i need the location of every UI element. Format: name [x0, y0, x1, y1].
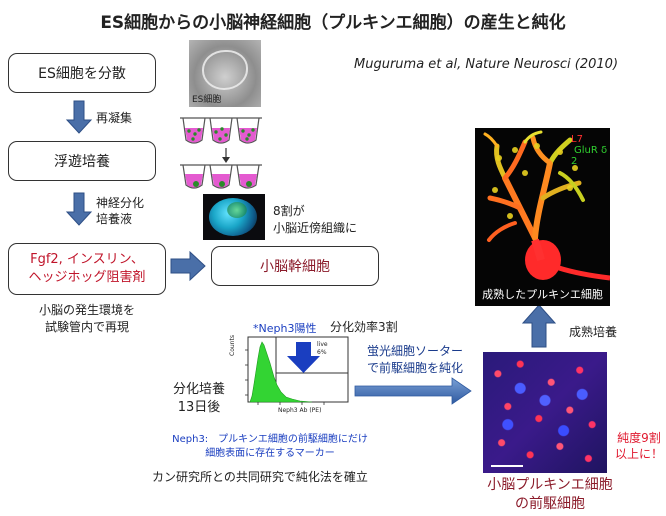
- tissue-note-line1: 8割が: [273, 204, 305, 218]
- stain-labels: L7 GluR δ 2: [571, 134, 610, 167]
- culture-days-label: 分化培養 13日後: [173, 381, 225, 417]
- neural-medium-label: 神経分化 培養液: [96, 195, 144, 227]
- facs-ylabel: Counts: [229, 335, 236, 356]
- es-cell-label: ES細胞: [192, 95, 222, 105]
- down-arrow-1: [65, 100, 93, 134]
- down-arrow-2: [65, 192, 93, 226]
- step-suspension-culture-label: 浮遊培養: [54, 154, 110, 170]
- step-suspension-culture-box: 浮遊培養: [8, 141, 156, 181]
- tissue-note: 8割が 小脳近傍組織に: [273, 203, 357, 237]
- page-title: ES細胞からの小脳神経細胞（プルキンエ細胞）の産生と純化: [100, 13, 566, 33]
- progenitor-caption: 小脳プルキンエ細胞 の前駆細胞: [470, 476, 630, 514]
- cerebellar-stem-cell-box: 小脳幹細胞: [211, 246, 379, 286]
- collaboration-note: カン研究所との共同研究で純化法を確立: [152, 470, 368, 484]
- maturation-up-arrow: [521, 304, 557, 348]
- sorter-label: 蛍光細胞ソーター で前駆細胞を純化: [354, 343, 476, 377]
- culture-days-line1: 分化培養: [173, 382, 226, 397]
- sorter-arrow: [354, 377, 472, 405]
- efficiency-label: 分化効率3割: [330, 320, 398, 334]
- neural-medium-line2: 培養液: [96, 212, 133, 226]
- development-note-line1: 小脳の発生環境を: [38, 303, 135, 317]
- culture-days-line2: 13日後: [177, 400, 221, 415]
- facs-gate-line1: live: [317, 341, 328, 348]
- citation: Muguruma et al, Nature Neurosci (2010): [354, 57, 619, 72]
- factors-line2: ヘッジホッグ阻害剤: [28, 270, 146, 285]
- development-note: 小脳の発生環境を 試験管内で再現: [12, 302, 162, 336]
- facs-gate-line2: 6%: [317, 349, 327, 356]
- facs-histogram: [249, 341, 313, 403]
- purity-line1: 純度9割: [617, 431, 661, 445]
- reaggregation-label: 再凝集: [96, 111, 133, 125]
- mature-purkinje-micrograph: L7 GluR δ 2 成熟したプルキンエ細胞: [475, 128, 610, 306]
- es-cell-micrograph: ES細胞: [189, 40, 261, 107]
- step-disperse-es-box: ES細胞を分散: [8, 53, 156, 93]
- step-disperse-es-label: ES細胞を分散: [38, 66, 126, 82]
- facs-gate-label: live 6%: [317, 341, 328, 357]
- facs-gate-arrow: [287, 342, 320, 373]
- right-arrow-stem: [170, 250, 206, 282]
- tissue-note-line2: 小脳近傍組織に: [273, 221, 358, 235]
- tissue-micrograph: [203, 194, 265, 240]
- purity-line2: 以上に！: [614, 447, 663, 461]
- factors-line1: Fgf2, インスリン、: [30, 252, 144, 267]
- well-row-1: [180, 117, 262, 144]
- facs-xlabel: Neph3 Ab (PE): [278, 407, 322, 414]
- development-note-line2: 試験管内で再現: [44, 320, 129, 334]
- progenitor-scale-bar: [491, 465, 523, 467]
- neural-medium-line1: 神経分化: [96, 196, 145, 210]
- facs-plot: [245, 336, 349, 405]
- neph3-positive-label: *Neph3陽性: [253, 322, 317, 335]
- factors-box: Fgf2, インスリン、 ヘッジホッグ阻害剤: [8, 243, 166, 295]
- neph3-definition-line2: 細胞表面に存在するマーカー: [205, 448, 335, 459]
- neph3-definition-line1: Neph3: プルキンエ細胞の前駆細胞にだけ: [172, 434, 368, 445]
- purity-note: 純度9割 以上に！: [612, 430, 666, 462]
- stain-glur-label: GluR δ 2: [571, 145, 608, 167]
- purkinje-cell-drawing: [483, 130, 610, 281]
- progenitor-caption-line1: 小脳プルキンエ細胞: [487, 477, 613, 493]
- maturation-label: 成熟培養: [569, 325, 618, 339]
- neph3-definition: Neph3: プルキンエ細胞の前駆細胞にだけ 細胞表面に存在するマーカー: [140, 433, 400, 461]
- progenitor-micrograph: [483, 352, 607, 473]
- sorter-line1: 蛍光細胞ソーター: [366, 344, 463, 358]
- cerebellar-stem-cell-label: 小脳幹細胞: [260, 259, 330, 275]
- sorter-line2: で前駆細胞を純化: [366, 361, 463, 375]
- stain-l7-label: L7: [571, 134, 583, 145]
- mature-purkinje-caption: 成熟したプルキンエ細胞: [482, 288, 603, 301]
- progenitor-caption-line2: の前駆細胞: [515, 496, 585, 512]
